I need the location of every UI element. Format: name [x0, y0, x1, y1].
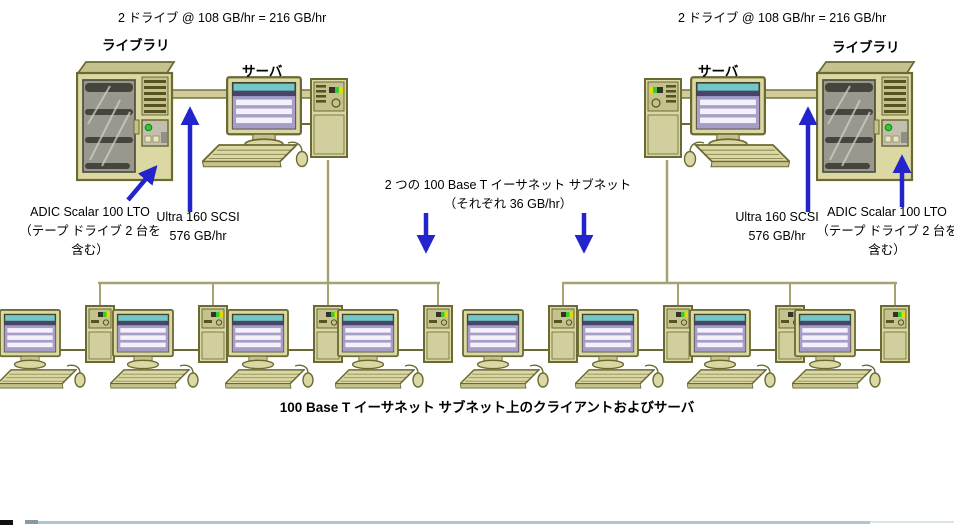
scsi-left-line1: Ultra 160 SCSI	[156, 210, 240, 224]
client-computer-2	[110, 306, 227, 388]
scsi-right-line2: 576 GB/hr	[748, 228, 806, 243]
throughput-label-left: 2 ドライブ @ 108 GB/hr = 216 GB/hr	[118, 11, 327, 25]
subnet-annotation: 2 つの 100 Base T イーサネット サブネット （それぞれ 36 GB…	[383, 176, 633, 214]
diagram-caption: 100 Base T イーサネット サブネット上のクライアントおよびサーバ	[279, 400, 695, 415]
adic-right-line2: （テープ ドライブ 2 台を	[816, 223, 954, 238]
bottom-scrollbar-track-end	[870, 521, 954, 523]
tape-library-left	[76, 60, 176, 182]
adic-right-line1: ADIC Scalar 100 LTO	[827, 205, 947, 219]
server-label-left: サーバ	[242, 64, 283, 79]
network-cables	[98, 160, 897, 307]
adic-left-line2: （テープ ドライブ 2 台を	[19, 223, 161, 238]
tape-library-right	[816, 60, 916, 182]
client-computer-4	[335, 306, 452, 388]
subnet-annotation-line2: （それぞれ 36 GB/hr）	[443, 196, 573, 211]
server-label-right: サーバ	[698, 64, 739, 79]
client-computer-8	[792, 306, 909, 388]
scsi-annotation-right: Ultra 160 SCSI 576 GB/hr	[725, 208, 829, 246]
library-label-left: ライブラリ	[102, 38, 170, 53]
scsi-right-line1: Ultra 160 SCSI	[735, 210, 819, 224]
scrollbar-thumb[interactable]	[25, 520, 38, 524]
client-computer-7	[687, 306, 804, 388]
client-computer-1	[0, 306, 114, 388]
adic-right-line3: 含む）	[868, 242, 906, 257]
library-label-right: ライブラリ	[832, 40, 900, 55]
scsi-annotation-left: Ultra 160 SCSI 576 GB/hr	[146, 208, 250, 246]
subnet-annotation-line1: 2 つの 100 Base T イーサネット サブネット	[384, 178, 632, 192]
throughput-label-right: 2 ドライブ @ 108 GB/hr = 216 GB/hr	[678, 11, 887, 25]
adic-annotation-left: ADIC Scalar 100 LTO （テープ ドライブ 2 台を 含む）	[6, 203, 174, 259]
client-computer-6	[575, 306, 692, 388]
scsi-left-line2: 576 GB/hr	[169, 228, 227, 243]
adic-arrow-left	[126, 165, 158, 202]
client-computer-3	[225, 306, 342, 388]
adic-left-line1: ADIC Scalar 100 LTO	[30, 205, 150, 219]
window-corner-fragment	[0, 520, 13, 525]
client-computer-5	[460, 306, 577, 388]
bottom-scrollbar-track[interactable]	[38, 521, 870, 524]
adic-annotation-right: ADIC Scalar 100 LTO （テープ ドライブ 2 台を 含む）	[803, 203, 954, 259]
adic-left-line3: 含む）	[71, 242, 109, 257]
annotation-arrows	[126, 106, 912, 254]
